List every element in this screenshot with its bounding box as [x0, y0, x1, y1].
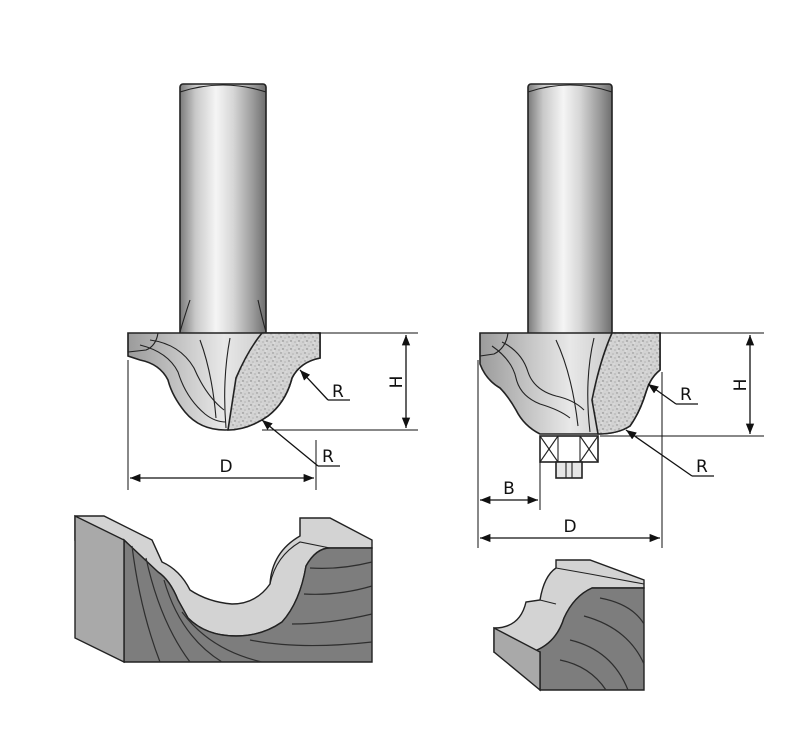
left-radius-lower-label: R	[322, 447, 334, 467]
left-dimensions: H R R D	[127, 332, 418, 490]
right-bearing-offset-label: B	[503, 479, 515, 499]
right-wood-profile	[493, 559, 645, 692]
right-router-bit	[479, 83, 661, 479]
left-wood-profile	[74, 514, 373, 664]
right-shank	[527, 83, 613, 343]
left-radius-upper-label: R	[332, 382, 344, 402]
right-wood-front-face	[531, 587, 645, 691]
left-shank	[179, 83, 267, 343]
right-radius-lower-label: R	[696, 457, 708, 477]
left-wood-side-face	[74, 514, 125, 664]
left-carbide-tip-small	[127, 332, 159, 353]
right-dimensions: H R R B D	[477, 332, 764, 548]
right-carbide-tip	[591, 332, 661, 435]
left-diameter-label: D	[219, 457, 232, 477]
left-wood-front-face	[123, 538, 373, 663]
right-carbide-tip-small	[479, 332, 509, 357]
right-wood-side-face	[493, 626, 541, 692]
right-radius-upper-label: R	[680, 385, 692, 405]
left-carbide-tip	[227, 332, 321, 431]
left-wood-grain	[131, 545, 373, 663]
right-screw	[555, 461, 583, 479]
right-height-label: H	[731, 379, 751, 392]
right-diameter-label: D	[563, 517, 576, 537]
left-height-label: H	[387, 376, 407, 389]
right-wood-grain	[559, 597, 645, 691]
left-router-bit	[127, 83, 321, 431]
